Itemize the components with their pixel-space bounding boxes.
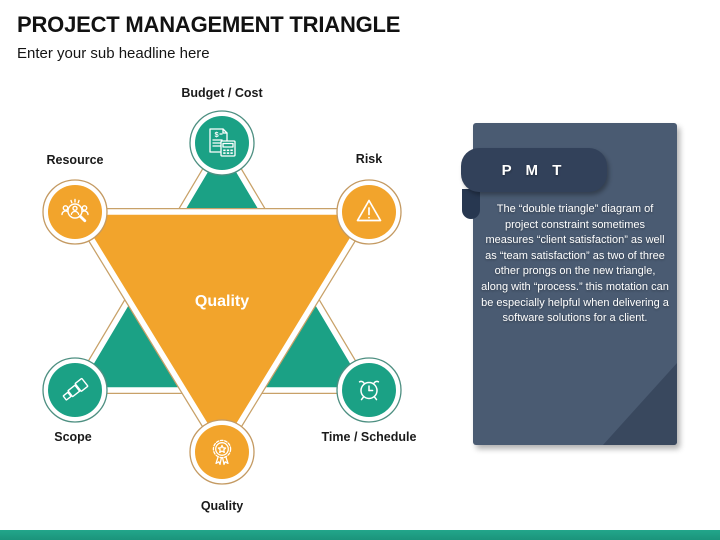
node-resource (42, 179, 108, 245)
page-title: PROJECT MANAGEMENT TRIANGLE (17, 12, 401, 37)
node-label-resource: Resource (46, 153, 104, 167)
telescope-icon (62, 377, 89, 401)
pmt-description-panel: P M T The “double triangle” diagram of p… (461, 123, 677, 445)
node-scope (42, 357, 108, 423)
node-quality (189, 419, 255, 485)
node-label-risk: Risk (355, 152, 383, 166)
panel-corner-shadow (603, 363, 677, 445)
page-subtitle: Enter your sub headline here (17, 45, 210, 62)
node-time-schedule (336, 357, 402, 423)
node-risk (336, 179, 402, 245)
ribbon-fold (462, 189, 480, 219)
bottom-accent-bar (0, 530, 720, 540)
alarm-clock-icon (358, 380, 380, 401)
node-label-scope: Scope (54, 430, 92, 444)
double-triangle-diagram: Quality $ (42, 110, 402, 485)
pmt-ribbon-title: P M T (501, 161, 567, 179)
people-search-icon (61, 198, 89, 223)
pmt-description-text: The “double triangle” diagram of project… (481, 203, 669, 325)
svg-text:$: $ (215, 130, 220, 139)
warning-triangle-icon (356, 199, 382, 222)
orange-triangle (71, 208, 373, 456)
node-label-quality: Quality (200, 499, 244, 513)
invoice-calculator-icon: $ (209, 128, 236, 157)
node-budget-cost: $ (189, 110, 255, 176)
node-label-time-schedule: Time / Schedule (321, 430, 417, 444)
pmt-ribbon: P M T (461, 148, 607, 192)
center-label: Quality (195, 293, 249, 310)
node-label-budget-cost: Budget / Cost (181, 86, 263, 100)
award-ribbon-icon (212, 439, 232, 466)
